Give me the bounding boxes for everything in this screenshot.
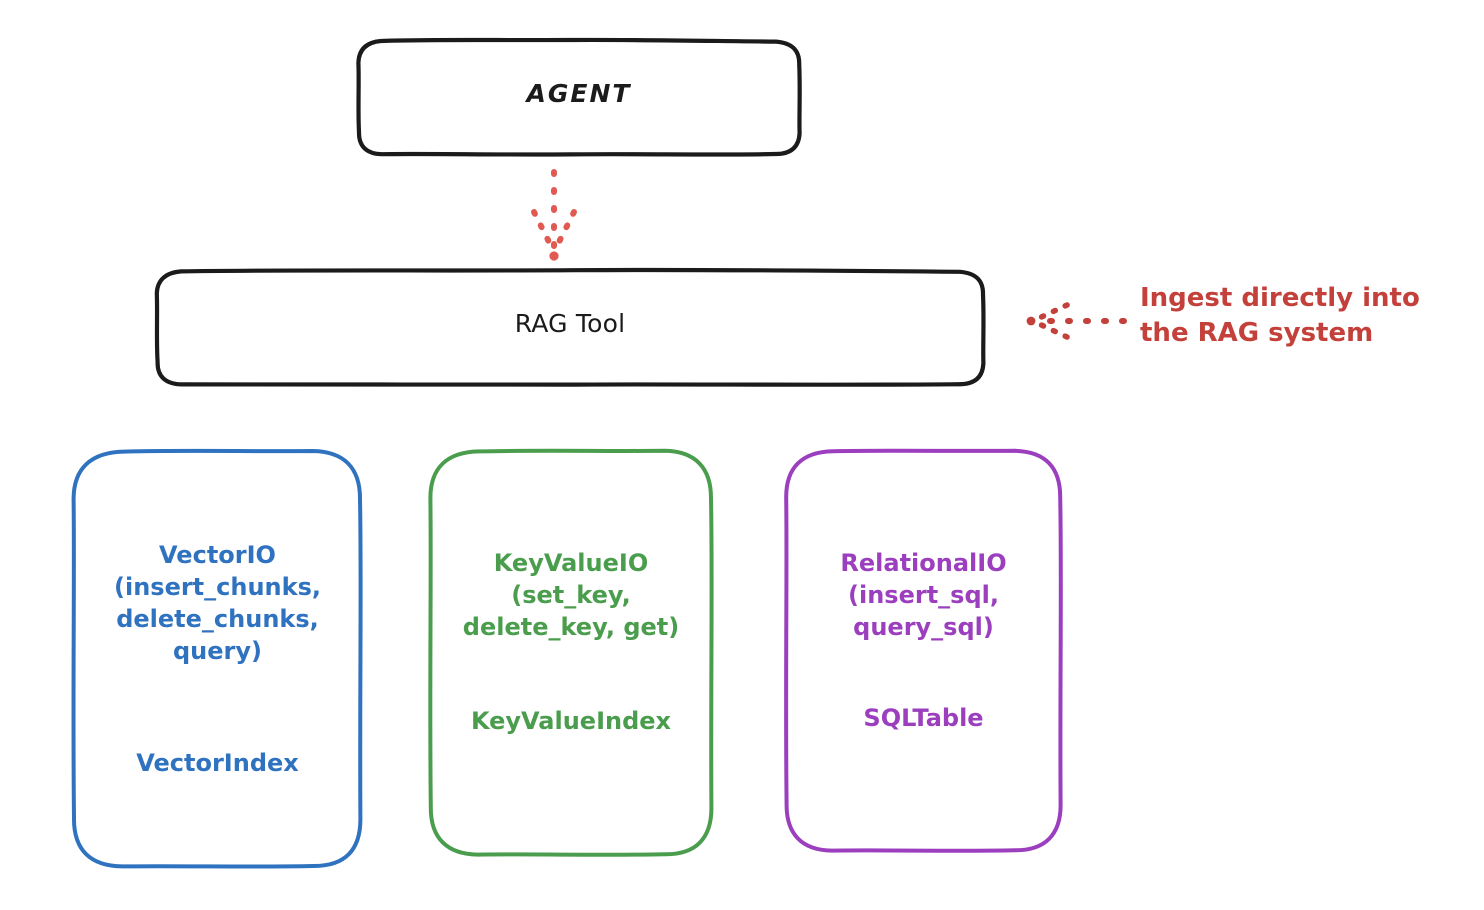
connector-agent-to-rag-tool [531,169,577,261]
rag-tool-box-outline [154,267,986,387]
agent-label: AGENT [526,79,632,108]
node-agent[interactable]: AGENT [356,37,802,157]
node-key-value-io[interactable]: KeyValueIO (set_key, delete_key, get) Ke… [427,448,715,858]
node-vector-io[interactable]: VectorIO (insert_chunks, delete_chunks, … [70,448,365,870]
annotation-ingest-note: Ingest directly into the RAG system [1140,283,1420,348]
vector-io-secondary-label: VectorIndex [136,749,299,777]
key-value-io-primary-label: KeyValueIO (set_key, delete_key, get) [462,549,680,641]
relational-io-secondary-label: SQLTable [863,704,984,732]
relational-io-box-outline [784,448,1063,853]
key-value-io-box-outline [428,448,714,857]
key-value-io-secondary-label: KeyValueIndex [470,707,672,735]
node-rag-tool[interactable]: RAG Tool [154,267,986,387]
relational-io-primary-label: RelationalIO (insert_sql, query_sql) [840,549,1007,641]
node-relational-io[interactable]: RelationalIO (insert_sql, query_sql) SQL… [783,448,1064,854]
vector-io-primary-label: VectorIO (insert_chunks, delete_chunks, … [114,541,321,665]
connector-annotation-pointer [1026,302,1127,340]
rag-tool-label: RAG Tool [514,309,626,338]
vector-io-box-outline [71,448,363,869]
agent-box-outline [356,37,802,157]
